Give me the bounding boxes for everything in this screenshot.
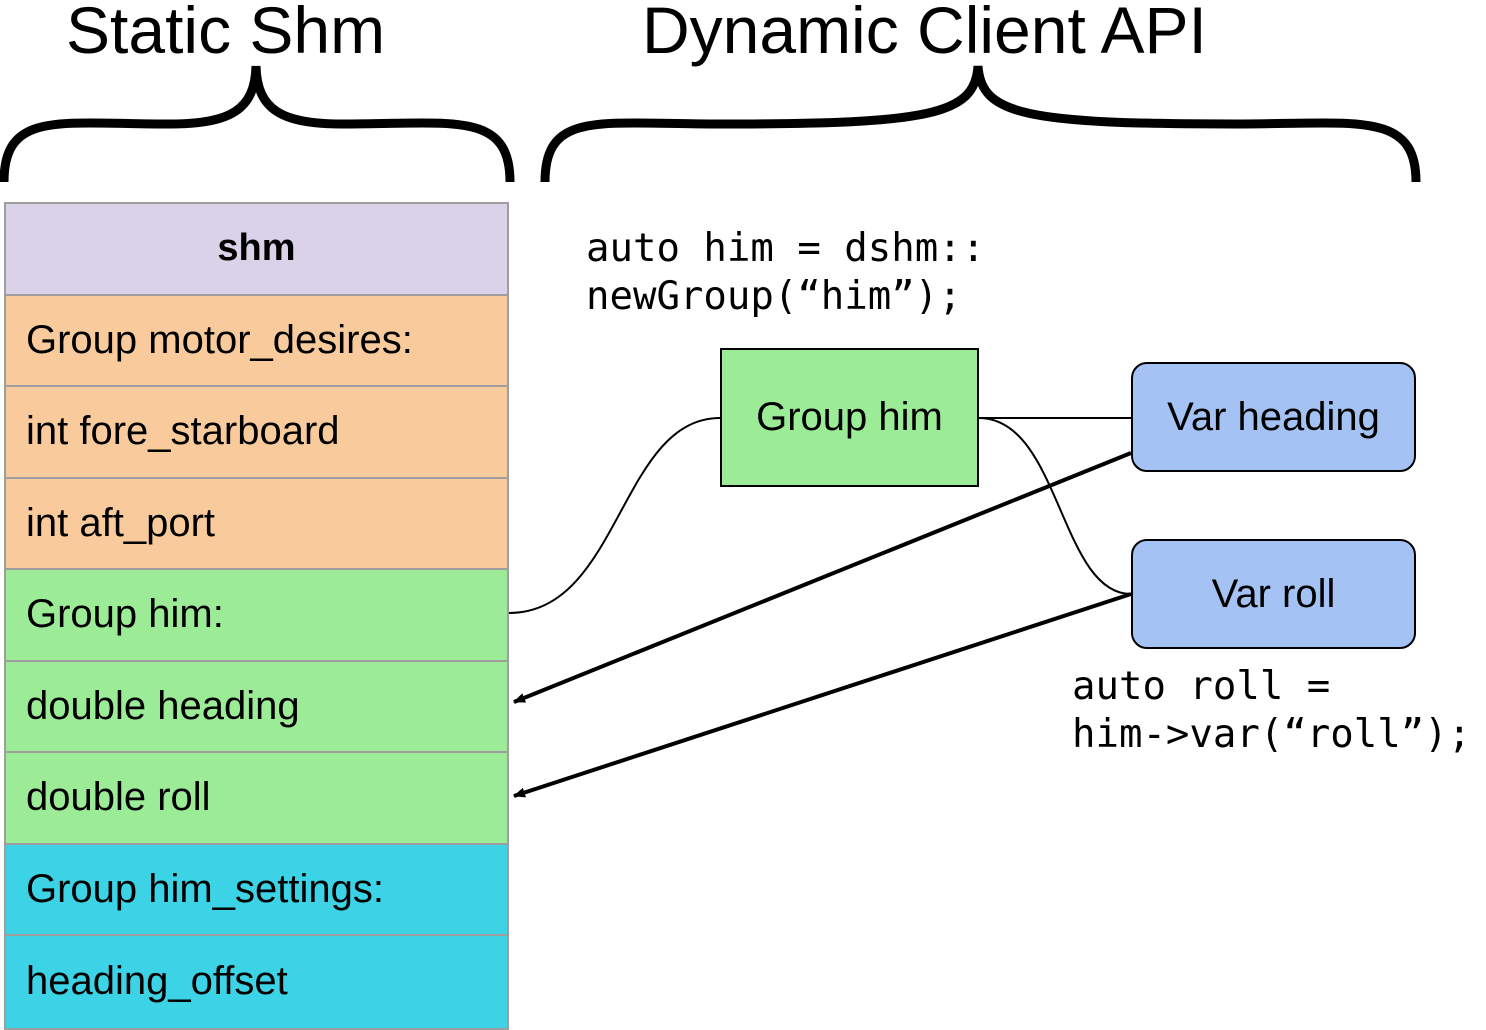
shm-group-him-to-group-box-line <box>508 417 721 614</box>
var-heading-to-double-heading-arrow <box>513 451 1132 704</box>
shm-row-double-heading: double heading <box>6 661 507 753</box>
new-group-code: auto him = dshm:: newGroup(“him”); <box>586 226 986 319</box>
new-var-code: auto roll = him->var(“roll”); <box>1072 664 1472 757</box>
var-heading-box: Var heading <box>1131 362 1416 472</box>
shm-row-group-him: Group him: <box>6 570 507 662</box>
shm-row-group-him-settings: Group him_settings: <box>6 844 507 936</box>
shm-row-double-roll: double roll <box>6 753 507 845</box>
dynamic-client-api-heading: Dynamic Client API <box>642 0 1207 67</box>
shm-table: shm Group motor_desires: int fore_starbo… <box>4 202 509 1030</box>
static-shm-heading: Static Shm <box>66 0 386 67</box>
var-roll-box: Var roll <box>1131 539 1416 649</box>
shm-row-group-motor-desires: Group motor_desires: <box>6 295 507 387</box>
dynamic-api-brace <box>540 65 1421 183</box>
shm-header: shm <box>6 204 507 296</box>
group-him-box: Group him <box>720 348 979 487</box>
var-roll-to-double-roll-arrow <box>513 592 1132 798</box>
shm-row-fore-starboard: int fore_starboard <box>6 387 507 479</box>
group-box-to-var-roll-line <box>978 417 1132 595</box>
shm-row-aft-port: int aft_port <box>6 478 507 570</box>
static-shm-brace <box>0 65 515 183</box>
shm-row-heading-offset: heading_offset <box>6 936 507 1028</box>
